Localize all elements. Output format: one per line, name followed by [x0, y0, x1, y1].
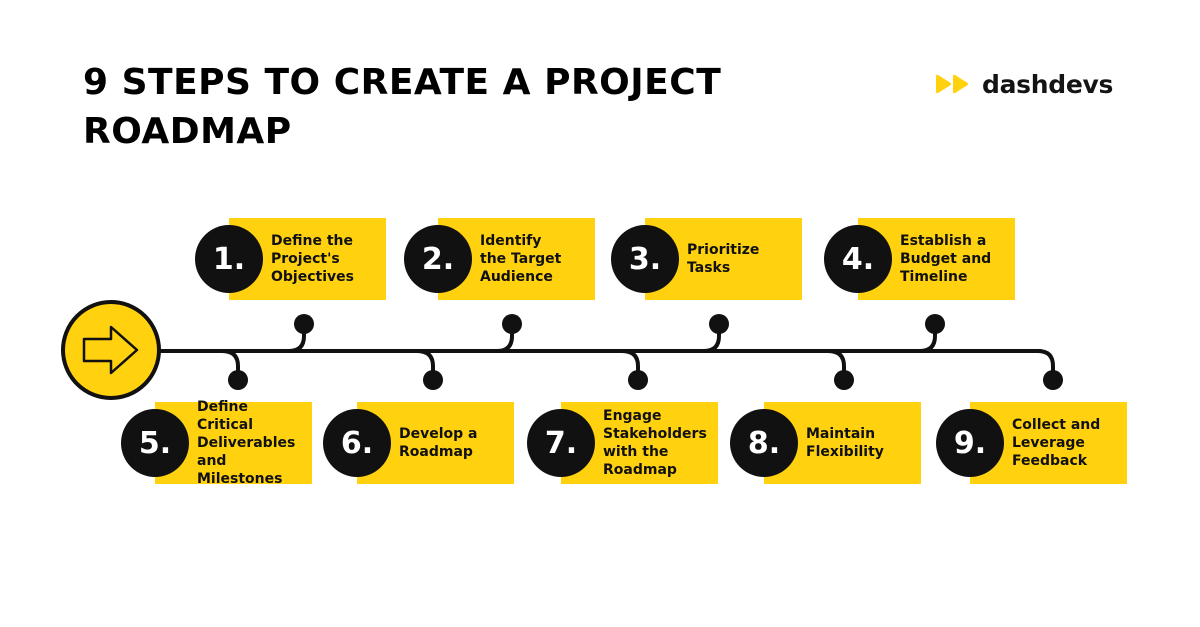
connector-dot: [423, 370, 443, 390]
step-8: 8. Maintain Flexibility: [730, 402, 921, 484]
step-9: 9. Collect and Leverage Feedback: [936, 402, 1127, 484]
double-play-icon: [934, 73, 972, 95]
branch-3: [702, 320, 721, 353]
brand: dashdevs: [934, 68, 1113, 100]
step-number: 8.: [730, 409, 798, 477]
branch-9: [1036, 349, 1055, 382]
step-label: Engage Stakeholders with the Roadmap: [603, 408, 707, 478]
branch-4: [918, 320, 937, 353]
branch-1: [287, 320, 306, 353]
step-number: 4.: [824, 225, 892, 293]
arrow-right-icon: [82, 325, 139, 375]
step-number: 7.: [527, 409, 595, 477]
step-label: Prioritize Tasks: [687, 242, 760, 276]
branch-5: [220, 349, 240, 382]
step-label: Identify the Target Audience: [480, 233, 562, 285]
connector-dot: [925, 314, 945, 334]
connector-dot: [709, 314, 729, 334]
step-7: 7. Engage Stakeholders with the Roadmap: [527, 402, 718, 484]
step-label: Define Critical Deliverables and Milesto…: [197, 399, 296, 487]
step-number: 3.: [611, 225, 679, 293]
step-5: 5. Define Critical Deliverables and Mile…: [121, 399, 312, 487]
step-6: 6. Develop a Roadmap: [323, 402, 514, 484]
step-label: Establish a Budget and Timeline: [900, 233, 992, 285]
step-label: Develop a Roadmap: [399, 426, 478, 460]
connector-dot: [294, 314, 314, 334]
step-number: 1.: [195, 225, 263, 293]
step-number: 5.: [121, 409, 189, 477]
step-4: 4. Establish a Budget and Timeline: [824, 218, 1015, 300]
step-3: 3. Prioritize Tasks: [611, 218, 802, 300]
connector-dot: [628, 370, 648, 390]
connector-dot: [502, 314, 522, 334]
brand-name: dashdevs: [982, 69, 1114, 99]
step-number: 9.: [936, 409, 1004, 477]
branch-7: [620, 349, 640, 382]
start-circle: [61, 300, 161, 400]
step-number: 2.: [404, 225, 472, 293]
step-number: 6.: [323, 409, 391, 477]
branch-2: [495, 320, 514, 353]
connector-dot: [228, 370, 248, 390]
step-label: Define the Project's Objectives: [271, 233, 354, 285]
step-label: Collect and Leverage Feedback: [1012, 417, 1101, 469]
connector-dot: [834, 370, 854, 390]
page-title: 9 STEPS TO CREATE A PROJECT ROADMAP: [83, 62, 722, 152]
connector-dot: [1043, 370, 1063, 390]
step-2: 2. Identify the Target Audience: [404, 218, 595, 300]
branch-8: [826, 349, 846, 382]
branch-6: [415, 349, 435, 382]
step-label: Maintain Flexibility: [806, 426, 884, 460]
step-1: 1. Define the Project's Objectives: [195, 218, 386, 300]
